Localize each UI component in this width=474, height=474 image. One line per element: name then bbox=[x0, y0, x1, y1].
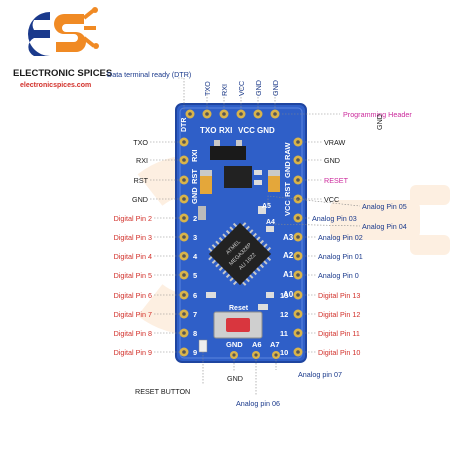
silk-num-5: 5 bbox=[193, 271, 197, 280]
silk-num-4: 4 bbox=[193, 252, 198, 261]
silk-top-gnd: GND bbox=[257, 126, 275, 135]
label-digital-pin-8: Digital Pin 8 bbox=[114, 329, 152, 338]
atmega328p-chip: ATMEL MEGA328P AU 1622 bbox=[208, 222, 272, 286]
silk-top-txo: TXO bbox=[200, 126, 216, 135]
label-analog-pin-06: Analog pin 06 bbox=[236, 399, 280, 408]
label-digital-pin-10: Digital Pin 10 bbox=[318, 348, 360, 357]
label-right-reset: RESET bbox=[324, 176, 349, 185]
left-pin-holes bbox=[179, 137, 189, 357]
label-digital-pin-6: Digital Pin 6 bbox=[114, 291, 152, 300]
label-top-gnd-2: GND bbox=[271, 80, 280, 96]
label-digital-pin-12: Digital Pin 12 bbox=[318, 310, 360, 319]
label-raw-gnd-top: GND bbox=[375, 114, 384, 130]
silk-a4: A4 bbox=[266, 219, 275, 226]
label-analog-pin-04: Analog Pin 04 bbox=[362, 222, 407, 231]
label-right-vraw: VRAW bbox=[324, 138, 346, 147]
silk-num-13: 13 bbox=[280, 291, 288, 300]
label-left-txo: TXO bbox=[133, 138, 148, 147]
silk-num-2: 2 bbox=[193, 214, 197, 223]
silk-left-gnd: GND bbox=[190, 187, 199, 204]
silk-num-6: 6 bbox=[193, 291, 197, 300]
silk-right-a3: A3 bbox=[283, 233, 294, 242]
silk-right-raw: RAW bbox=[283, 142, 292, 160]
silk-num-12: 12 bbox=[280, 310, 288, 319]
label-analog-pin-03: Analog Pin 03 bbox=[312, 214, 357, 223]
label-digital-pin-2: Digital Pin 2 bbox=[114, 214, 152, 223]
label-digital-pin-7: Digital Pin 7 bbox=[114, 310, 152, 319]
brand-name: ELECTRONIC SPICES bbox=[13, 68, 112, 79]
arduino-pro-mini-board: DTR TXO RXI VCC GND bbox=[175, 103, 307, 363]
label-left-rst: RST bbox=[134, 176, 149, 185]
label-analog-pin-01: Analog Pin 01 bbox=[318, 252, 363, 261]
silk-num-7: 7 bbox=[193, 310, 197, 319]
label-top-txo: TXO bbox=[203, 81, 212, 96]
silk-right-gnd: GND bbox=[283, 161, 292, 178]
silk-bottom-a6: A6 bbox=[252, 340, 262, 349]
silk-right-a1: A1 bbox=[283, 270, 294, 279]
label-analog-pin-07: Analog pin 07 bbox=[298, 370, 342, 379]
label-top-vcc: VCC bbox=[237, 81, 246, 96]
label-gnd-bottom: GND bbox=[227, 374, 243, 383]
label-digital-pin-9: Digital Pin 9 bbox=[114, 348, 152, 357]
label-top-gnd: GND bbox=[254, 80, 263, 96]
brand-logo: ELECTRONIC SPICES electronicspices.com bbox=[13, 7, 112, 89]
silk-left-rxi: RXI bbox=[190, 149, 199, 162]
label-left-gnd: GND bbox=[132, 195, 148, 204]
silk-num-11: 11 bbox=[280, 329, 288, 338]
silk-num-3: 3 bbox=[193, 233, 197, 242]
label-digital-pin-4: Digital Pin 4 bbox=[114, 252, 152, 261]
silk-right-rst: RST bbox=[283, 182, 292, 197]
label-right-gnd: GND bbox=[324, 156, 340, 165]
leader-lines bbox=[150, 77, 361, 395]
label-digital-pin-5: Digital Pin 5 bbox=[114, 271, 152, 280]
label-reset-button: RESET BUTTON bbox=[135, 387, 190, 396]
right-pin-holes bbox=[293, 137, 303, 357]
silk-left-rst: RST bbox=[190, 169, 199, 184]
label-dtr: Data terminal ready (DTR) bbox=[107, 70, 191, 79]
brand-url: electronicspices.com bbox=[20, 82, 91, 89]
label-digital-pin-13: Digital Pin 13 bbox=[318, 291, 360, 300]
label-analog-pin-0: Analog Pin 0 bbox=[318, 271, 359, 280]
label-analog-pin-05: Analog Pin 05 bbox=[362, 202, 407, 211]
label-top-rxi: RXI bbox=[220, 84, 229, 96]
label-programming-header: Programming Header bbox=[343, 110, 412, 119]
silk-top-rxi: RXI bbox=[219, 126, 232, 135]
label-digital-pin-3: Digital Pin 3 bbox=[114, 233, 152, 242]
silk-dtr: DTR bbox=[181, 118, 188, 132]
programming-header-pins bbox=[185, 109, 280, 119]
label-right-vcc: VCC bbox=[324, 195, 339, 204]
silk-bottom-a7: A7 bbox=[270, 340, 280, 349]
silk-num-8: 8 bbox=[193, 329, 197, 338]
silk-top-vcc: VCC bbox=[238, 126, 255, 135]
silk-bottom-gnd: GND bbox=[226, 340, 243, 349]
status-led bbox=[198, 339, 208, 353]
silk-reset: Reset bbox=[229, 305, 249, 312]
silk-num-10: 10 bbox=[280, 348, 288, 357]
silk-right-vcc: VCC bbox=[283, 200, 292, 216]
silk-right-a0: A0 bbox=[283, 290, 294, 299]
silk-a5: A5 bbox=[262, 203, 271, 210]
label-digital-pin-11: Digital Pin 11 bbox=[318, 329, 360, 338]
silk-right-a2: A2 bbox=[283, 251, 294, 260]
label-left-rxi: RXI bbox=[136, 156, 148, 165]
regulator-ic bbox=[224, 166, 252, 188]
voltage-regulator bbox=[210, 146, 246, 160]
es-logo-icon bbox=[28, 7, 99, 56]
label-analog-pin-02: Analog Pin 02 bbox=[318, 233, 363, 242]
silk-num-9: 9 bbox=[193, 348, 197, 357]
reset-button[interactable] bbox=[213, 311, 263, 339]
bottom-pin-holes bbox=[230, 351, 280, 359]
